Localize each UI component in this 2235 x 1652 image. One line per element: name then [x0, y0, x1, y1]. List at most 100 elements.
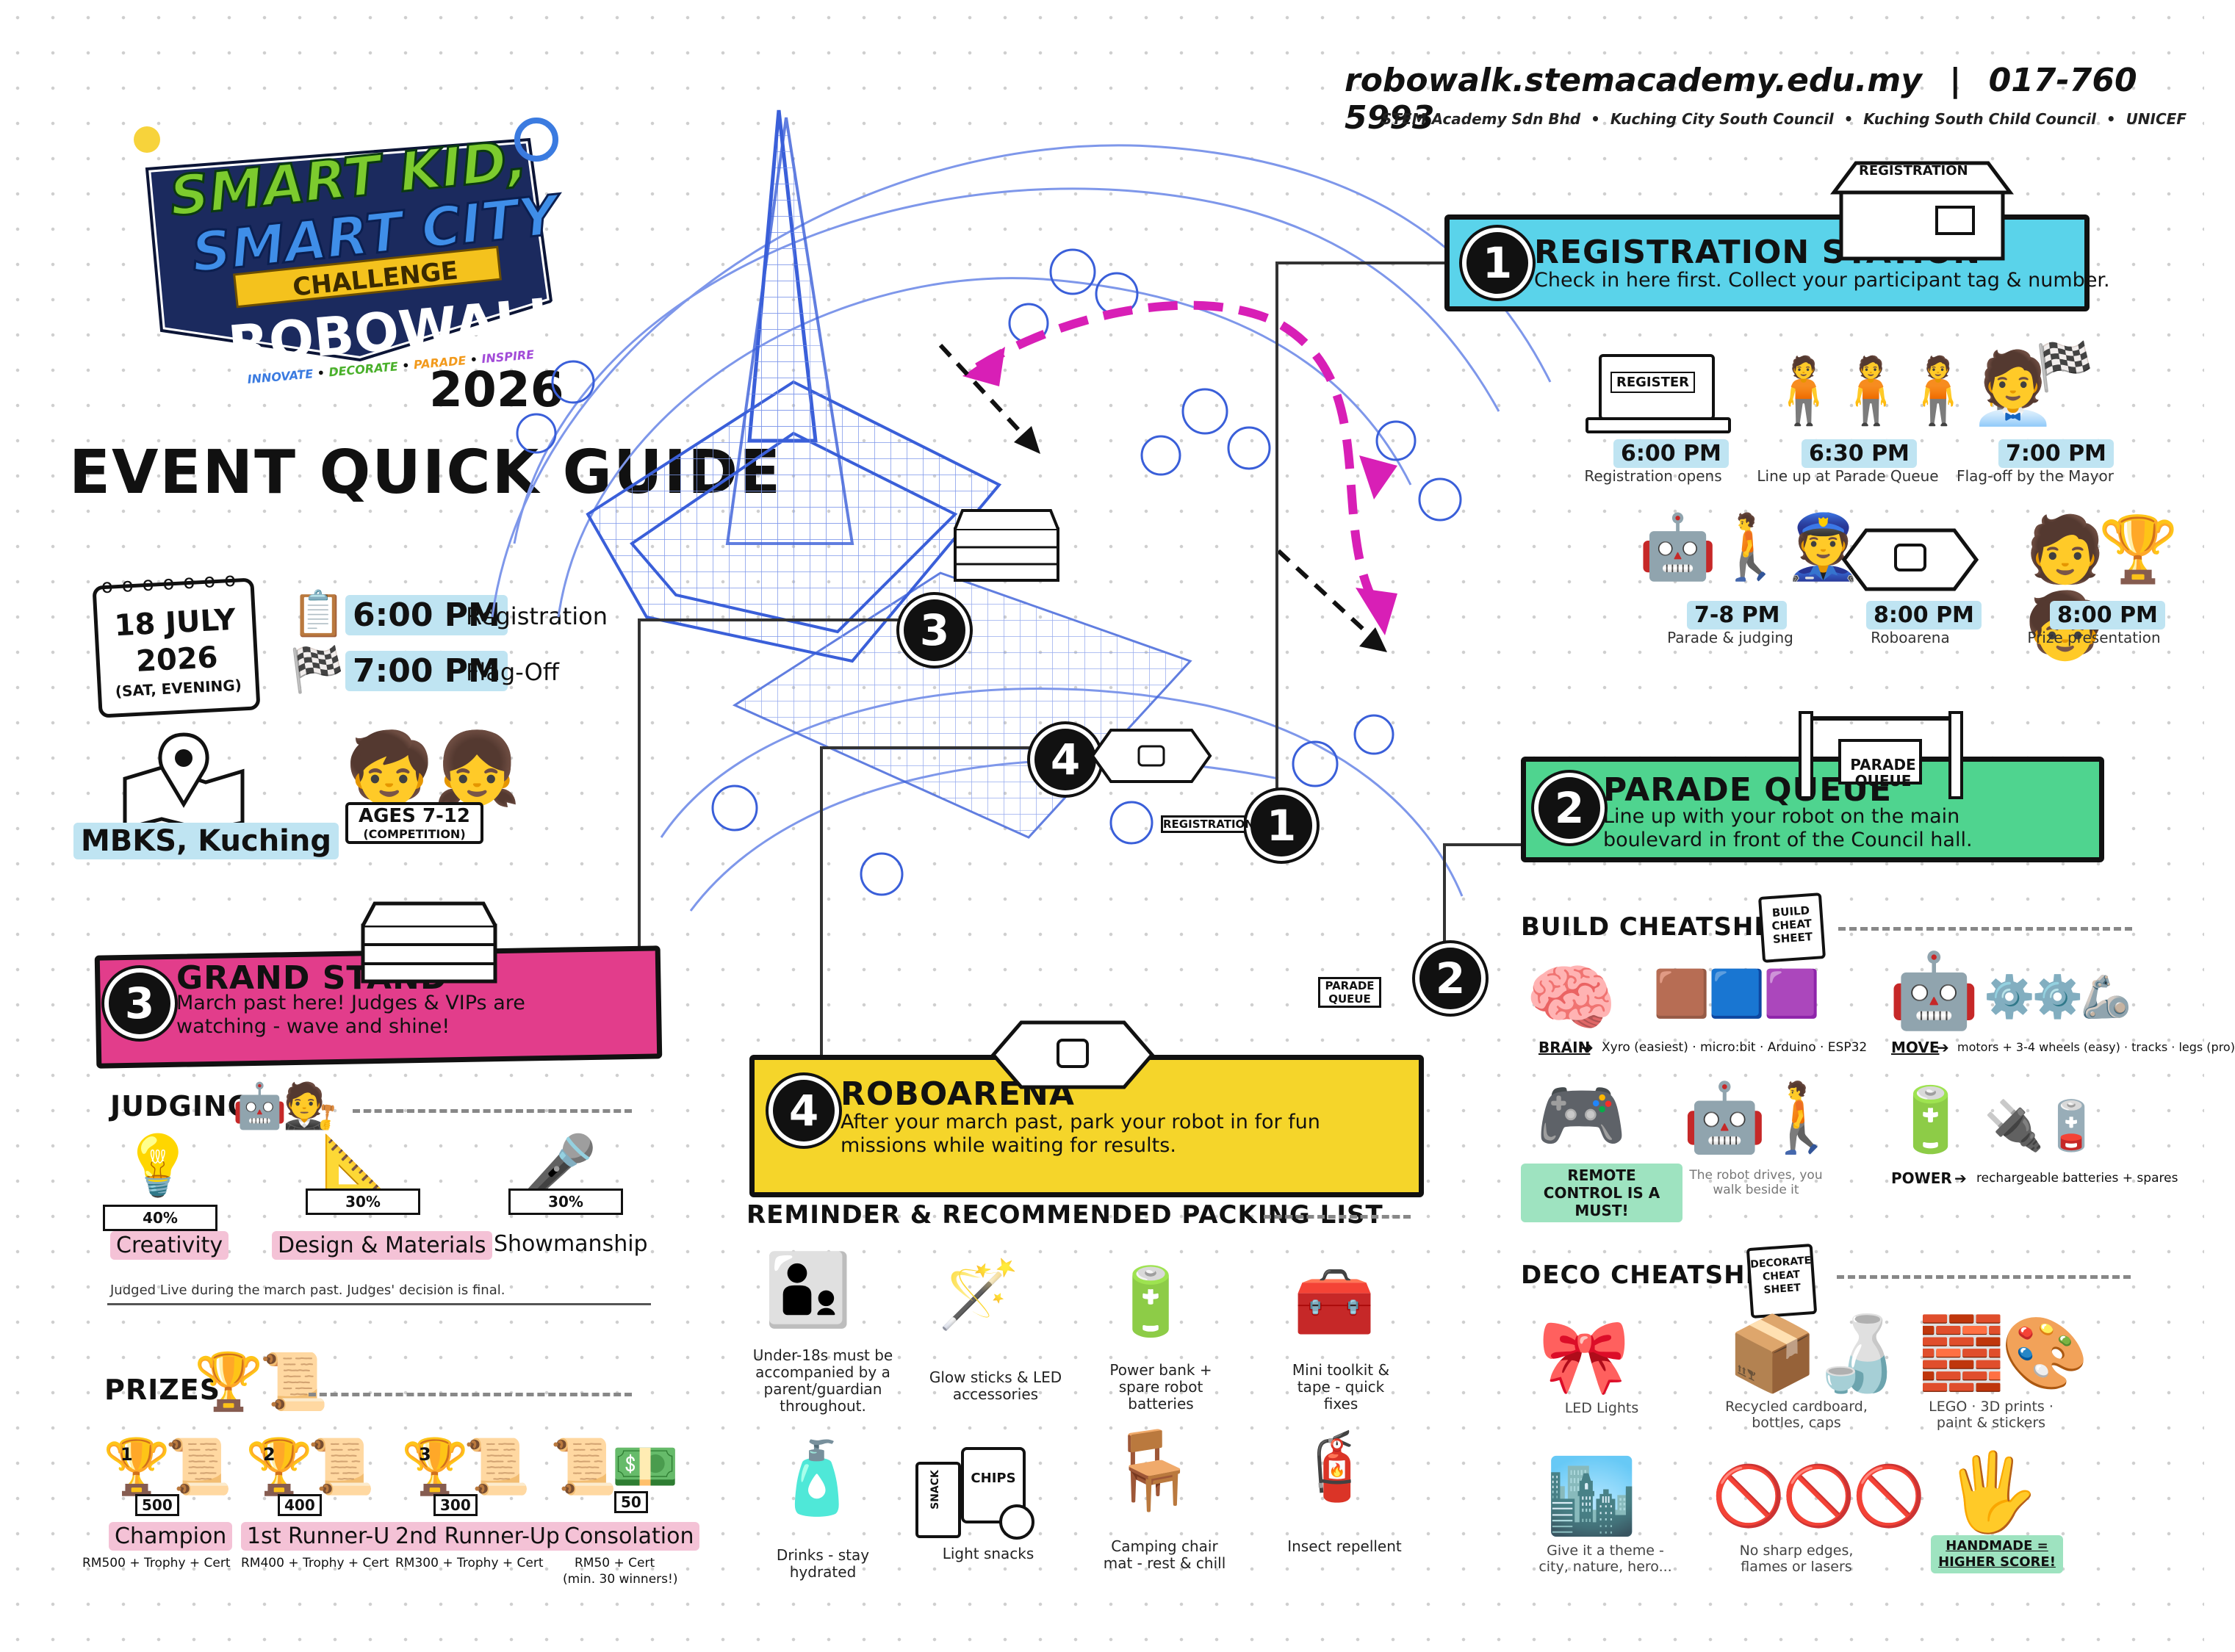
judges-icon: 🤖🧑‍⚖️ [232, 1081, 337, 1132]
bottle-icon: 🧴 [773, 1437, 861, 1519]
criteria-pct-1: 40% [103, 1205, 217, 1231]
laptop-screen-label: REGISTER [1610, 372, 1696, 393]
judging-divider [353, 1109, 632, 1113]
prizes-title: PRIZES [104, 1374, 221, 1406]
station2-badge: 2 [1534, 773, 1605, 843]
glowstick-icon: 🪄 [937, 1256, 1021, 1333]
station3-desc: March past here! Judges & VIPs are watch… [176, 992, 525, 1038]
station3-badge: 3 [104, 968, 175, 1039]
robowalk-logo: SMART KID, SMART CITY CHALLENGE ROBOWALK… [118, 118, 573, 397]
move-label: MOVE [1891, 1039, 1940, 1056]
prize-4-detail2: (min. 30 winners!) [563, 1572, 678, 1587]
contact-line: robowalk.stemacademy.edu.my | 017-760 59… [1345, 62, 2204, 137]
packing-item-4: Mini toolkit & tape - quick fixes [1292, 1361, 1390, 1413]
prize-4-name: Consolation [558, 1522, 700, 1551]
chips-pack-label: CHIPS [971, 1471, 1016, 1486]
brain-text: Xyro (easiest) · micro:bit · Arduino · E… [1602, 1040, 1868, 1055]
snack-icon: SNACK CHIPS [908, 1444, 1055, 1540]
bulb-icon [134, 126, 160, 153]
separator: | [1949, 62, 1962, 99]
batteries-icon: 🔌🪫 [1984, 1097, 2101, 1154]
station1-desc: Check in here first. Collect your partic… [1534, 269, 2110, 292]
booth-sign: REGISTRATION [1859, 163, 1968, 178]
timeline-time-1: 6:00 PM [1613, 439, 1729, 468]
prize-4-detail: RM50 + Cert [575, 1556, 655, 1570]
map-marker-2[interactable]: 2 [1415, 943, 1486, 1014]
parade-gate-icon [1799, 711, 1963, 799]
chair-icon: 🪑 [1105, 1425, 1201, 1515]
timeline-label-5: Roboarena [1871, 629, 1950, 646]
judging-title: JUDGING [110, 1090, 251, 1122]
ages-note: (COMPETITION) [363, 827, 466, 841]
map-marker-3[interactable]: 3 [899, 595, 970, 666]
phone-number[interactable]: 017-760 5993 [1345, 62, 2137, 137]
queue-icon: 🧍🧍🧍🧍 [1763, 353, 2045, 428]
deco-item-1: LED Lights [1564, 1400, 1639, 1416]
ruler-pencil-icon: 📐 [321, 1131, 395, 1200]
station1-badge: 1 [1462, 228, 1533, 298]
prize-2-detail: RM400 + Trophy + Cert [241, 1556, 389, 1570]
gamepad-icon: 🎮 [1536, 1072, 1627, 1158]
criteria-name-1: Creativity [110, 1231, 229, 1260]
packing-item-2: Glow sticks & LED accessories [929, 1368, 1062, 1403]
wheels-icon: ⚙️⚙️🦾 [1984, 973, 2131, 1021]
packing-divider [1264, 1215, 1411, 1219]
timeline-time-4: 7-8 PM [1687, 601, 1788, 630]
map-registration-sign: REGISTRATION [1161, 815, 1254, 833]
prize-3-detail: RM300 + Trophy + Cert [395, 1556, 544, 1570]
deco-divider [1837, 1275, 2131, 1279]
map-marker-4[interactable]: 4 [1030, 724, 1101, 795]
judging-note: Judged Live during the march past. Judge… [110, 1283, 505, 1298]
parade-gate-sign: PARADE QUEUE [1850, 756, 1916, 790]
timeline-label-4: Parade & judging [1667, 629, 1793, 646]
trophy-icon: 🧑🏆🧒 [2025, 511, 2178, 663]
judging-rule [107, 1303, 651, 1305]
roboarena-icon [990, 1020, 1155, 1089]
power-arrow-icon: ➔ [1954, 1169, 1967, 1187]
prize-1-icon: 🏆📜 [103, 1435, 232, 1498]
checker-flag-icon: 🏁 [2035, 340, 2094, 394]
partners-line: STEM Academy Sdn Bhd • Kuching City Sout… [1381, 110, 2187, 128]
move-arrow-icon: ➔ [1937, 1039, 1949, 1056]
robot-walk-icon: 🤖🚶 [1682, 1078, 1843, 1157]
robot-icon: 🤖 [1888, 948, 1980, 1034]
criteria-name-2: Design & Materials [272, 1231, 492, 1260]
move-text: motors + 3-4 wheels (easy) · tracks · le… [1957, 1040, 2235, 1054]
logo-shield-icon [134, 118, 558, 364]
spray-icon: 🧯 [1295, 1428, 1378, 1505]
box-icon: 📦🍶 [1727, 1310, 1902, 1396]
singer-icon: 🎤 [524, 1131, 597, 1200]
prize-2-rank: 2 [263, 1444, 276, 1465]
brain-arrow-icon: ➔ [1581, 1039, 1594, 1056]
prize-3-icon: 🏆📜 [401, 1435, 530, 1498]
prize-3-rank: 3 [419, 1444, 431, 1465]
prize-1-rank: 1 [120, 1444, 133, 1465]
website-link[interactable]: robowalk.stemacademy.edu.my [1345, 62, 1922, 99]
map-marker-1[interactable]: 1 [1246, 790, 1317, 861]
toolkit-icon: 🧰 [1293, 1263, 1376, 1341]
timeline-time-5: 8:00 PM [1866, 601, 1982, 630]
led-icon: 🎀 [1538, 1313, 1630, 1399]
kids-icon: 🧒👧 [345, 727, 522, 809]
brain-icon: 🧠 [1525, 955, 1617, 1041]
deco-item-3: LEGO · 3D prints · paint & stickers [1929, 1399, 2054, 1431]
family-icon: 👨‍👦 [764, 1249, 852, 1331]
prizes-divider [309, 1393, 632, 1396]
city-icon: 🏙️ [1546, 1453, 1638, 1539]
powerbank-icon: 🔋 [1109, 1263, 1192, 1341]
council-building-icon [586, 109, 1002, 663]
prize-1-amount: 500 [135, 1494, 179, 1516]
station2-desc: Line up with your robot on the main boul… [1603, 805, 1973, 851]
snack-pack-label: SNACK [929, 1470, 941, 1509]
prize-2-amount: 400 [278, 1494, 322, 1516]
build-divider [1838, 927, 2132, 931]
packing-item-8: Insect repellent [1287, 1537, 1402, 1555]
timeline-label-6: Prize presentation [2027, 629, 2161, 646]
criteria-name-3: Showmanship [494, 1231, 648, 1257]
timeline-time-6: 8:00 PM [2050, 601, 2165, 630]
deco-item-2: Recycled cardboard, bottles, caps [1725, 1399, 1868, 1431]
timeline-label-2: Line up at Parade Queue [1757, 467, 1939, 485]
registration-booth-icon [1830, 161, 2014, 261]
hand-icon: 🖐️ [1944, 1447, 2040, 1537]
